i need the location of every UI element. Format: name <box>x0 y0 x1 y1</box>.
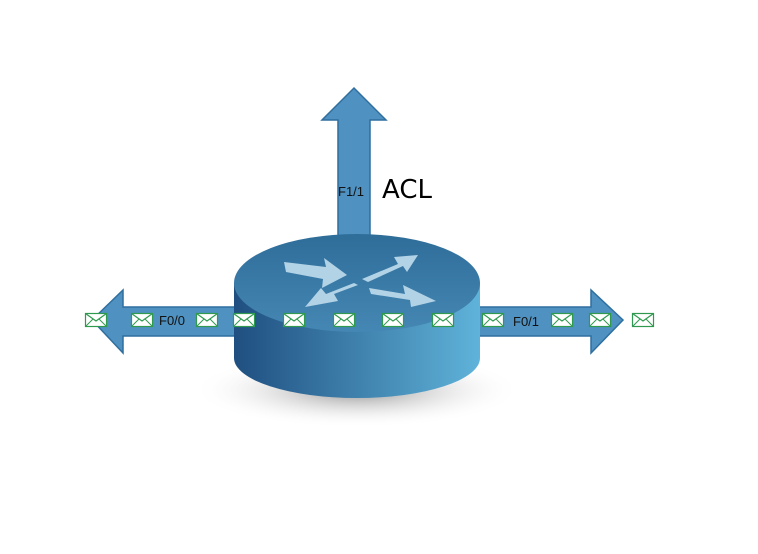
router-top <box>234 234 480 332</box>
envelope-icon <box>550 312 574 328</box>
router-icon <box>234 234 480 398</box>
envelope-icon <box>431 312 455 328</box>
envelope-icon <box>130 312 154 328</box>
uplink-arrow <box>320 86 388 241</box>
acl-label: ACL <box>382 175 432 205</box>
envelope-icon <box>481 312 505 328</box>
port-label-f0-1: F0/1 <box>513 314 539 329</box>
router-direction-arrows <box>284 255 436 307</box>
envelope-icon <box>332 312 356 328</box>
envelope-icon <box>631 312 655 328</box>
envelope-icon <box>282 312 306 328</box>
port-label-f1-1: F1/1 <box>338 184 364 199</box>
port-label-f0-0: F0/0 <box>159 313 185 328</box>
envelope-icon <box>84 312 108 328</box>
packet-row <box>84 312 655 328</box>
envelope-icon <box>232 312 256 328</box>
envelope-icon <box>588 312 612 328</box>
envelope-icon <box>381 312 405 328</box>
envelope-icon <box>195 312 219 328</box>
